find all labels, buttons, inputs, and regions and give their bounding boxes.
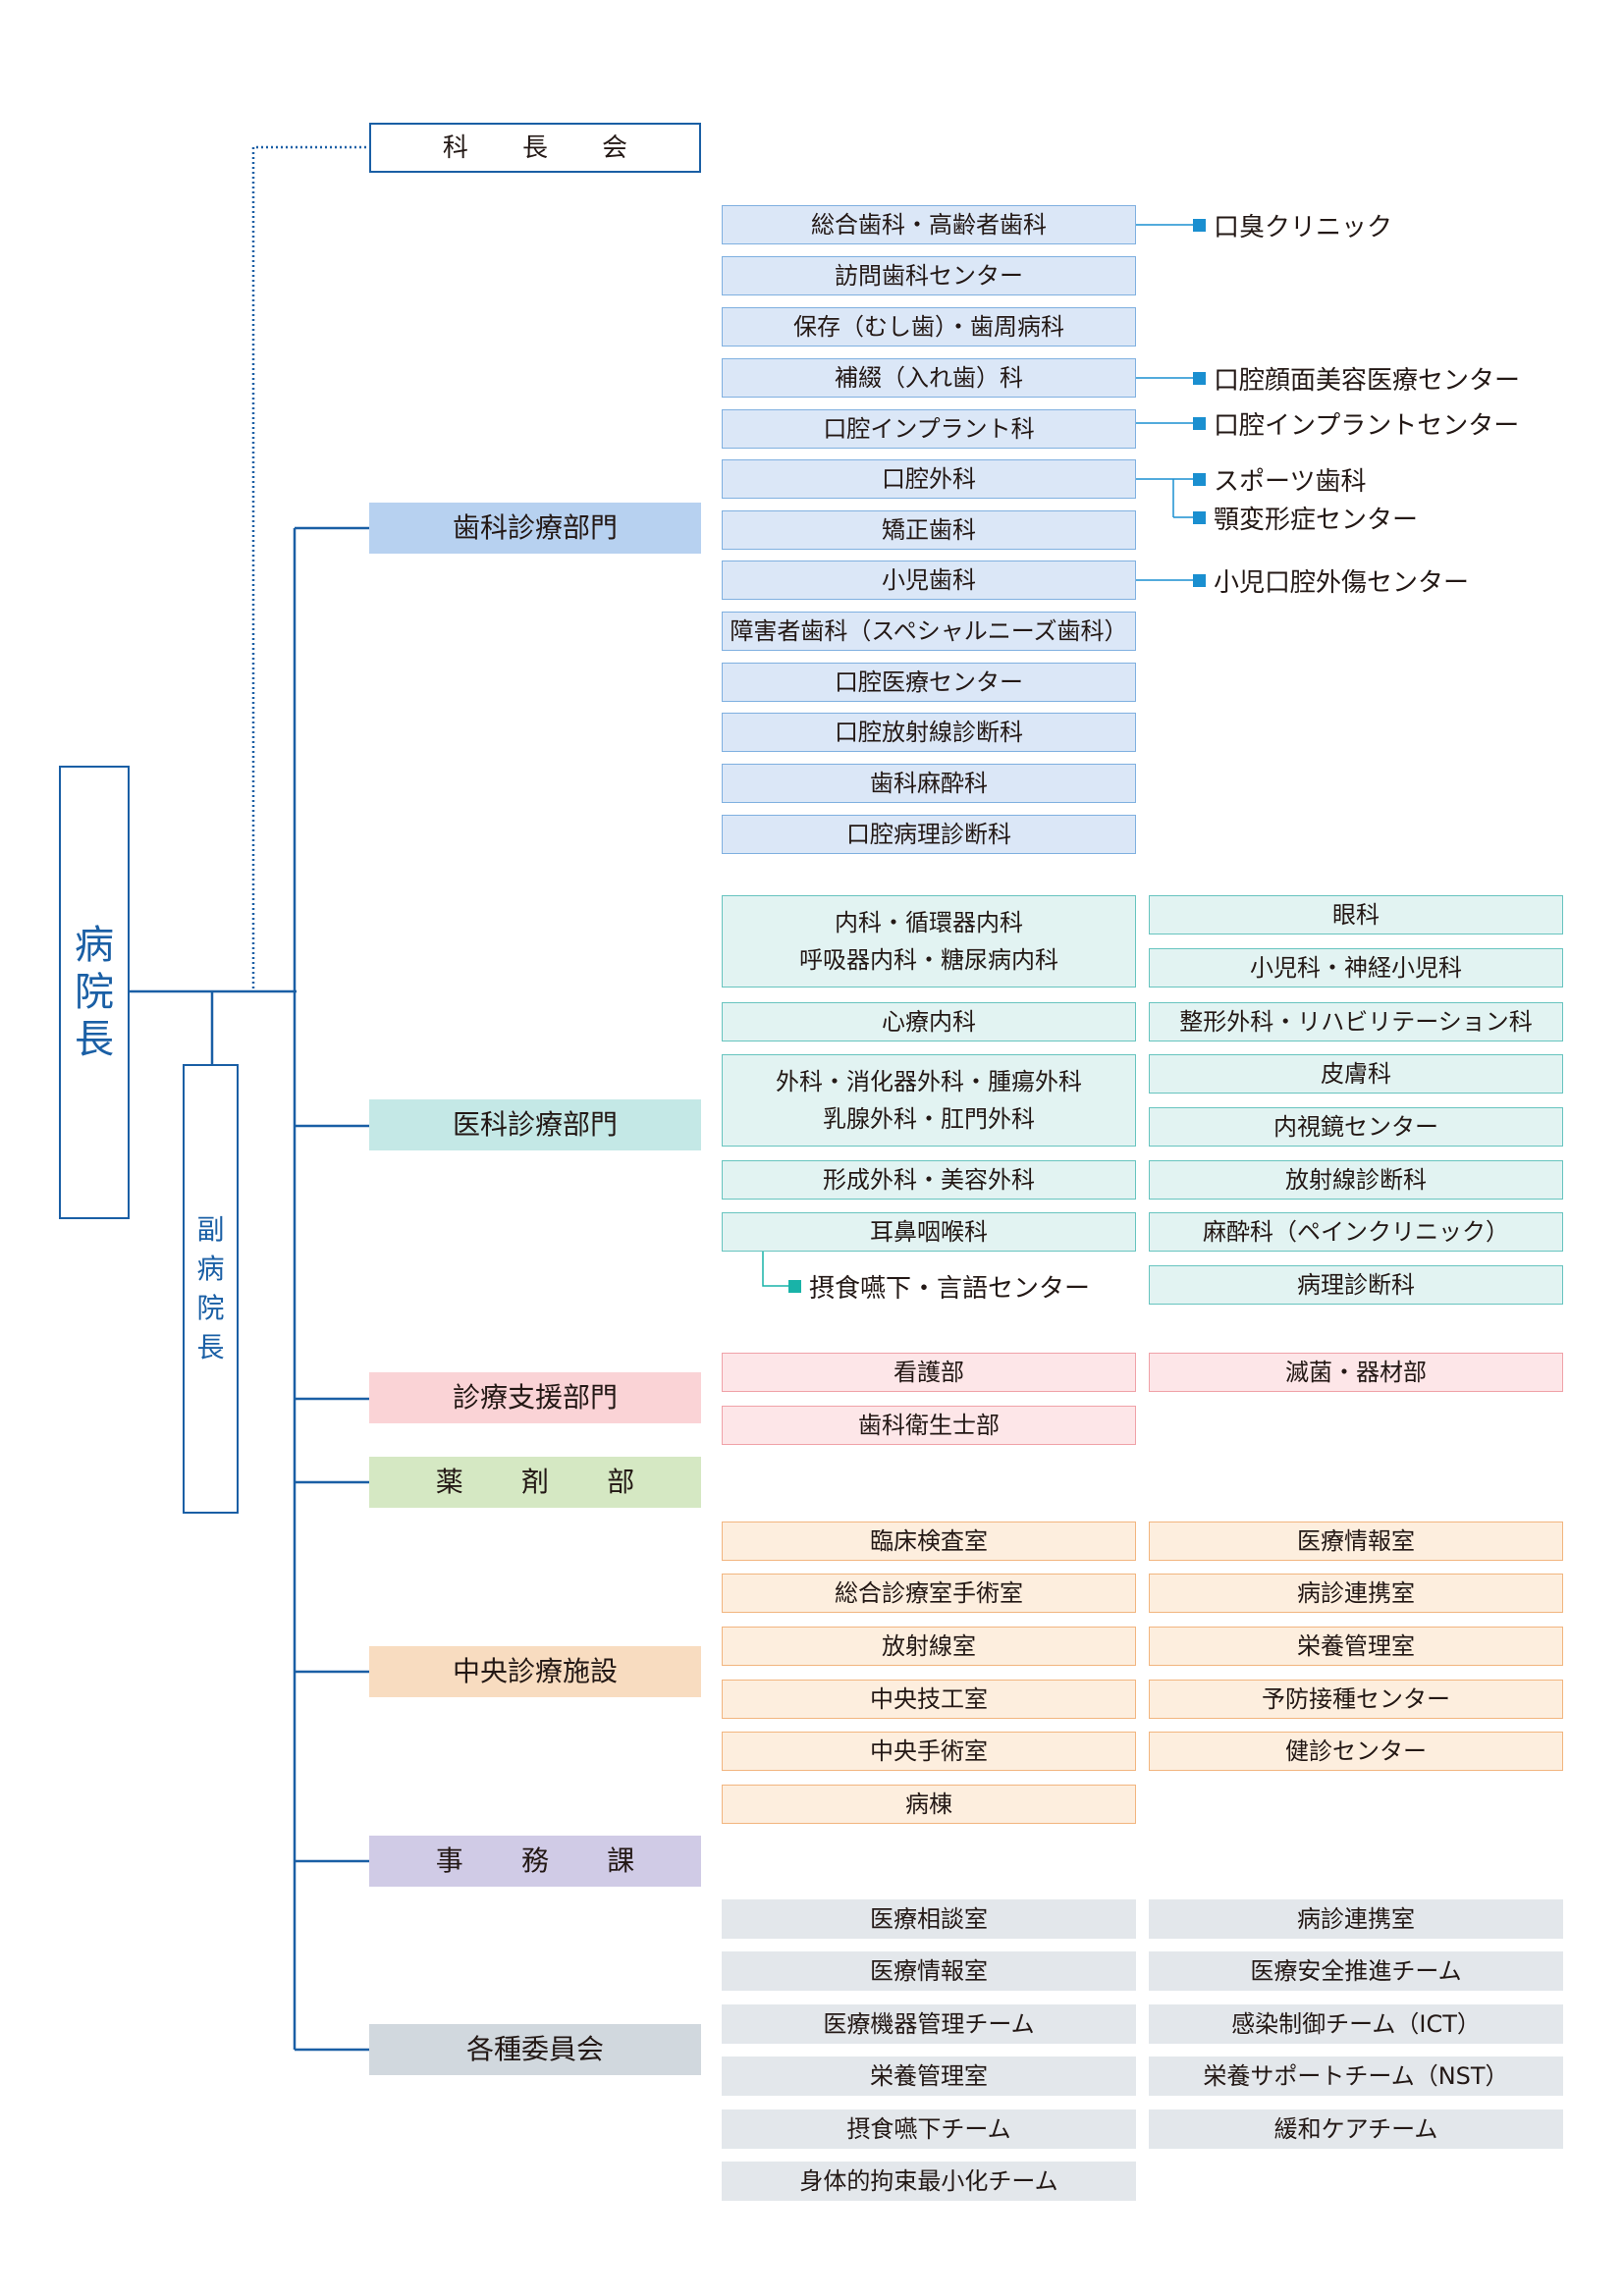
committee-item[interactable]: 身体的拘束最小化チーム [722, 2162, 1136, 2201]
dental-sub-unit[interactable]: 口腔インプラントセンター [1193, 405, 1519, 441]
medical-sub-unit-label: 摂食嚥下・言語センター [809, 1273, 1091, 1304]
committee-item[interactable]: 医療情報室 [722, 1951, 1136, 1991]
dental-sub-unit-label: 小児口腔外傷センター [1214, 567, 1470, 598]
medical-item-line: 呼吸器内科・糖尿病内科 [799, 946, 1058, 974]
dental-sub-unit-label: 口腔インプラントセンター [1214, 410, 1520, 441]
medical-item-line: 形成外科・美容外科 [823, 1166, 1035, 1194]
dental-item[interactable]: 口腔インプラント科 [722, 409, 1136, 449]
central-item[interactable]: 放射線室 [722, 1627, 1136, 1666]
medical-item-line: 乳腺外科・肛門外科 [823, 1105, 1035, 1133]
medical-item[interactable]: 整形外科・リハビリテーション科 [1149, 1002, 1563, 1041]
square-bullet-icon [788, 1279, 801, 1293]
dental-item[interactable]: 補綴（入れ歯）科 [722, 358, 1136, 398]
medical-item-line: 内科・循環器内科 [835, 909, 1023, 936]
dental-item[interactable]: 小児歯科 [722, 561, 1136, 600]
central-item[interactable]: 総合診療室手術室 [722, 1574, 1136, 1613]
medical-item[interactable]: 眼科 [1149, 895, 1563, 934]
medical-item[interactable]: 病理診断科 [1149, 1265, 1563, 1305]
medical-item[interactable]: 小児科・神経小児科 [1149, 948, 1563, 988]
dental-item[interactable]: 口腔病理診断科 [722, 815, 1136, 854]
committee-item[interactable]: 栄養管理室 [722, 2056, 1136, 2096]
vice-director-char: 長 [196, 1331, 225, 1363]
dental-item[interactable]: 矯正歯科 [722, 510, 1136, 550]
committee-item[interactable]: 摂食嚥下チーム [722, 2109, 1136, 2149]
central-item[interactable]: 病棟 [722, 1785, 1136, 1824]
medical-item[interactable]: 麻酔科（ペインクリニック） [1149, 1212, 1563, 1252]
dental-item[interactable]: 総合歯科・高齢者歯科 [722, 205, 1136, 244]
medical-item[interactable]: 耳鼻咽喉科 [722, 1212, 1136, 1252]
square-bullet-icon [1193, 371, 1206, 385]
medical-item[interactable]: 形成外科・美容外科 [722, 1160, 1136, 1200]
medical-item[interactable]: 内科・循環器内科 呼吸器内科・糖尿病内科 [722, 895, 1136, 988]
central-item[interactable]: 中央技工室 [722, 1680, 1136, 1719]
square-bullet-icon [1193, 573, 1206, 587]
category-committee[interactable]: 各種委員会 [369, 2024, 701, 2075]
medical-item[interactable]: 皮膚科 [1149, 1054, 1563, 1094]
dental-sub-unit[interactable]: 口臭クリニック [1193, 207, 1392, 242]
dental-sub-unit[interactable]: 口腔顔面美容医療センター [1193, 360, 1520, 396]
medical-sub-unit[interactable]: 摂食嚥下・言語センター [788, 1268, 1090, 1304]
department-heads-council[interactable]: 科 長 会 [369, 123, 701, 173]
dental-item[interactable]: 口腔医療センター [722, 663, 1136, 702]
square-bullet-icon [1193, 416, 1206, 430]
category-dental[interactable]: 歯科診療部門 [369, 503, 701, 554]
central-item[interactable]: 医療情報室 [1149, 1522, 1563, 1561]
dental-item[interactable]: 障害者歯科（スペシャルニーズ歯科） [722, 612, 1136, 651]
category-medical[interactable]: 医科診療部門 [369, 1099, 701, 1150]
square-bullet-icon [1193, 472, 1206, 486]
square-bullet-icon [1193, 510, 1206, 524]
dental-item[interactable]: 保存（むし歯）・歯周病科 [722, 307, 1136, 347]
committee-item[interactable]: 感染制御チーム（ICT） [1149, 2004, 1563, 2044]
dental-item[interactable]: 歯科麻酔科 [722, 764, 1136, 803]
medical-item[interactable]: 内視鏡センター [1149, 1107, 1563, 1147]
medical-item[interactable]: 心療内科 [722, 1002, 1136, 1041]
medical-item-line: 外科・消化器外科・腫瘍外科 [776, 1068, 1082, 1095]
category-central[interactable]: 中央診療施設 [369, 1646, 701, 1697]
dental-sub-unit[interactable]: スポーツ歯科 [1193, 461, 1366, 497]
committee-item[interactable]: 医療機器管理チーム [722, 2004, 1136, 2044]
vice-director-char: 院 [196, 1292, 225, 1324]
central-item[interactable]: 栄養管理室 [1149, 1627, 1563, 1666]
medical-item-line: 耳鼻咽喉科 [870, 1218, 988, 1246]
support-item[interactable]: 滅菌・器材部 [1149, 1353, 1563, 1392]
dental-sub-unit[interactable]: 小児口腔外傷センター [1193, 562, 1469, 598]
central-item[interactable]: 健診センター [1149, 1732, 1563, 1771]
committee-item[interactable]: 医療相談室 [722, 1899, 1136, 1939]
dental-sub-unit-label: 口腔顔面美容医療センター [1214, 365, 1521, 396]
dental-item[interactable]: 口腔外科 [722, 459, 1136, 499]
medical-item-line: 心療内科 [882, 1008, 976, 1036]
committee-item[interactable]: 栄養サポートチーム（NST） [1149, 2056, 1563, 2096]
vice-director-box[interactable]: 副病院長 [183, 1064, 239, 1514]
medical-item[interactable]: 放射線診断科 [1149, 1160, 1563, 1200]
category-admin[interactable]: 事 務 課 [369, 1836, 701, 1887]
dental-item[interactable]: 訪問歯科センター [722, 256, 1136, 295]
category-support[interactable]: 診療支援部門 [369, 1372, 701, 1423]
director-char: 院 [75, 970, 114, 1015]
director-char: 長 [75, 1017, 114, 1062]
dental-sub-unit-label: 口臭クリニック [1214, 212, 1393, 242]
dental-sub-unit[interactable]: 顎変形症センター [1193, 500, 1418, 535]
committee-item[interactable]: 病診連携室 [1149, 1899, 1563, 1939]
central-item[interactable]: 予防接種センター [1149, 1680, 1563, 1719]
square-bullet-icon [1193, 218, 1206, 232]
central-item[interactable]: 中央手術室 [722, 1732, 1136, 1771]
dental-sub-unit-label: スポーツ歯科 [1214, 466, 1367, 497]
central-item[interactable]: 病診連携室 [1149, 1574, 1563, 1613]
vice-director-char: 病 [196, 1253, 225, 1285]
support-item[interactable]: 看護部 [722, 1353, 1136, 1392]
dental-sub-unit-label: 顎変形症センター [1214, 505, 1419, 535]
medical-item[interactable]: 外科・消化器外科・腫瘍外科 乳腺外科・肛門外科 [722, 1054, 1136, 1147]
committee-item[interactable]: 医療安全推進チーム [1149, 1951, 1563, 1991]
dental-item[interactable]: 口腔放射線診断科 [722, 713, 1136, 752]
committee-item[interactable]: 緩和ケアチーム [1149, 2109, 1563, 2149]
category-pharmacy[interactable]: 薬 剤 部 [369, 1457, 701, 1508]
central-item[interactable]: 臨床検査室 [722, 1522, 1136, 1561]
support-item[interactable]: 歯科衛生士部 [722, 1406, 1136, 1445]
director-box[interactable]: 病院長 [59, 766, 130, 1219]
vice-director-char: 副 [196, 1213, 225, 1246]
director-char: 病 [75, 923, 114, 968]
